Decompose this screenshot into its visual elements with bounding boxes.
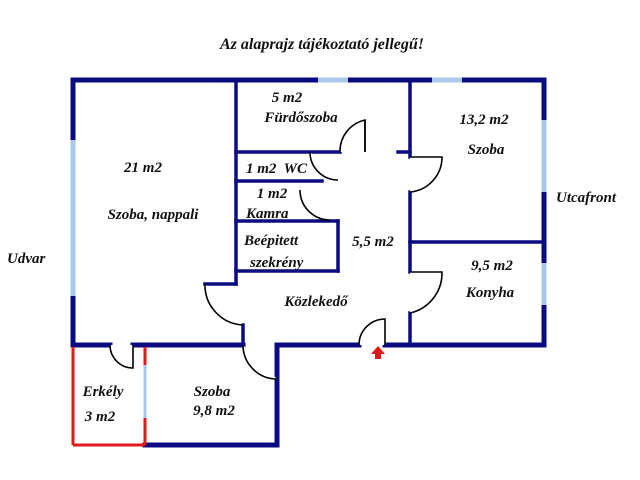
kitchen-name: Konyha — [465, 285, 515, 301]
bathroom-name: Fürdőszoba — [263, 110, 338, 126]
living-area: 21 m2 — [123, 160, 162, 176]
room-kitchen: 9,5 m2 Konyha — [465, 258, 515, 301]
room-bathroom: 5 m2 Fürdőszoba — [263, 90, 338, 126]
small-room-area: 9,8 m2 — [193, 403, 235, 419]
room-right-name: Szoba — [468, 142, 505, 158]
arrow-up-icon — [371, 346, 385, 359]
wc-label: 1 m2 WC — [246, 161, 308, 177]
balcony-outline — [71, 347, 147, 447]
hall-area: 5,5 m2 — [352, 234, 394, 250]
plan-title: Az alaprajz tájékoztató jellegű! — [219, 36, 424, 53]
door-room-right — [409, 156, 443, 193]
wardrobe-line2: szekrény — [249, 255, 304, 271]
door-swings — [109, 119, 443, 380]
room-wardrobe: Beépitett szekrény — [243, 233, 304, 271]
door-kitchen — [409, 271, 443, 314]
label-utcafront: Utcafront — [556, 190, 617, 206]
room-balcony: Erkély 3 m2 — [82, 384, 124, 425]
room-hall: 5,5 m2 Közlekedő — [283, 234, 394, 310]
pantry-area: 1 m2 — [257, 186, 288, 202]
windows — [70, 77, 547, 418]
door-entrance — [358, 318, 386, 346]
room-small: Szoba 9,8 m2 — [193, 384, 235, 419]
door-wc — [309, 151, 339, 181]
balcony-area: 3 m2 — [84, 409, 116, 425]
room-wc: 1 m2 WC — [246, 161, 308, 177]
room-pantry: 1 m2 Kamra — [245, 186, 289, 222]
wardrobe-line1: Beépitett — [243, 233, 299, 249]
door-pantry — [299, 189, 331, 221]
bathroom-area: 5 m2 — [272, 90, 303, 106]
room-right-area: 13,2 m2 — [459, 112, 509, 128]
kitchen-area: 9,5 m2 — [471, 258, 513, 274]
interior-walls — [203, 78, 546, 347]
door-bathroom — [339, 119, 366, 153]
door-balcony — [109, 344, 134, 369]
door-small-room — [242, 344, 278, 380]
balcony-name: Erkély — [82, 384, 124, 400]
label-udvar: Udvar — [7, 251, 45, 267]
hall-name: Közlekedő — [283, 294, 349, 310]
small-room-name: Szoba — [194, 384, 231, 400]
pantry-name: Kamra — [245, 206, 289, 222]
living-name: Szoba, nappali — [108, 207, 200, 223]
room-living: 21 m2 Szoba, nappali — [108, 160, 200, 223]
door-living — [204, 283, 244, 326]
room-right: 13,2 m2 Szoba — [459, 112, 509, 158]
